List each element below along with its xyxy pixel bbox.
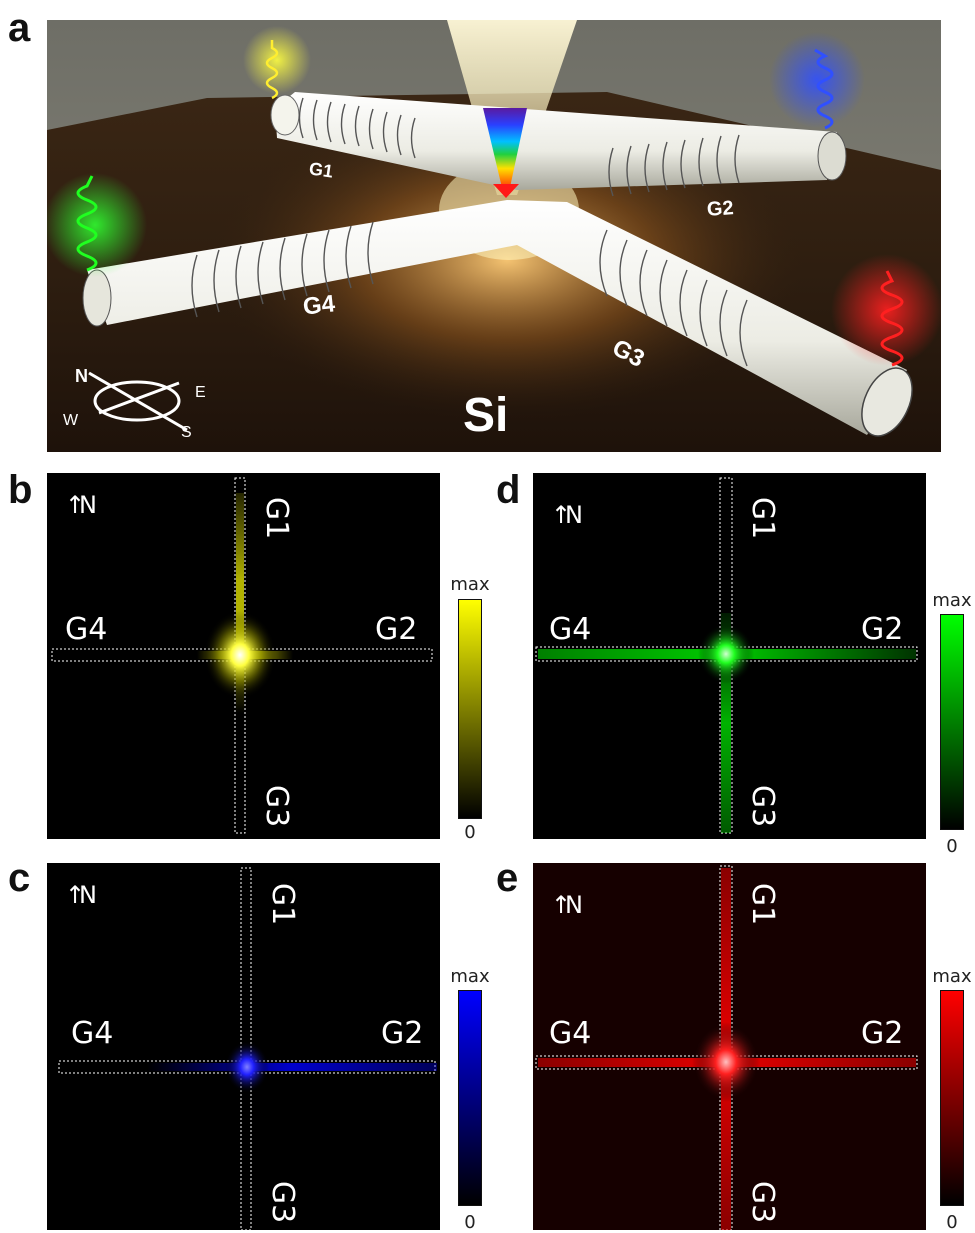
grating-rings [191,97,748,367]
rod-g4-g3 [82,200,913,437]
colorbar-d-min: 0 [946,836,958,857]
panel-e-label: e [496,856,519,900]
panel-c-label: c [8,856,31,900]
grating-label-g4: G4 [301,290,337,321]
g3-label: G3 [745,1180,781,1224]
g4-label: G4 [65,612,108,647]
compass-s: S [181,424,192,441]
g4-label: G4 [71,1016,114,1051]
g1-label: G1 [259,496,295,540]
panel-c-map: ↑N G1 G2 G3 G4 [47,863,440,1230]
g4-label: G4 [549,612,592,647]
colorbar-c-min: 0 [464,1212,476,1233]
g3-label: G3 [265,1180,301,1224]
panel-d-map: ↑N G1 G2 G3 G4 [533,473,926,839]
colorbar-b-max: max [450,574,490,595]
grating-label-g2: G2 [706,197,735,221]
north-label: ↑N [551,891,583,919]
colorbar-b-min: 0 [464,822,476,843]
panel-d-label: d [496,468,521,512]
panel-b-map: ↑N G1 G2 G3 G4 [47,473,440,839]
compass-n: N [75,366,88,386]
grating-label-g1: G1 [307,158,335,182]
panel-e-map: ↑N G1 G2 G3 G4 [533,863,926,1230]
g2-label: G2 [375,612,418,647]
colorbar-b [458,599,482,819]
g2-label: G2 [861,612,904,647]
g2-label: G2 [381,1016,424,1051]
north-label: ↑N [551,501,583,529]
spectrum-cone [483,108,527,192]
colorbar-c [458,990,482,1206]
compass-icon [88,371,188,432]
g1-label: G1 [745,496,781,540]
g1-label: G1 [745,882,781,926]
g3-label: G3 [259,784,295,828]
colorbar-c-max: max [450,966,490,987]
colorbar-e-max: max [932,966,972,987]
panel-b-label: b [8,468,33,512]
north-label: ↑N [65,881,97,909]
g1-label: G1 [265,882,301,926]
material-label: Si [463,389,509,442]
colorbar-e-min: 0 [946,1212,958,1233]
compass-w: W [63,412,79,429]
panel-a-label: a [8,6,31,50]
colorbar-d [940,614,964,830]
panel-a-scene: G1 G2 G3 G4 Si N E S W [47,20,941,452]
colorbar-d-max: max [932,590,972,611]
g3-label: G3 [745,784,781,828]
north-label: ↑N [65,491,97,519]
compass-e: E [195,384,206,401]
g2-label: G2 [861,1016,904,1051]
rod-g1-g2 [270,92,847,190]
g4-label: G4 [549,1016,592,1051]
colorbar-e [940,990,964,1206]
